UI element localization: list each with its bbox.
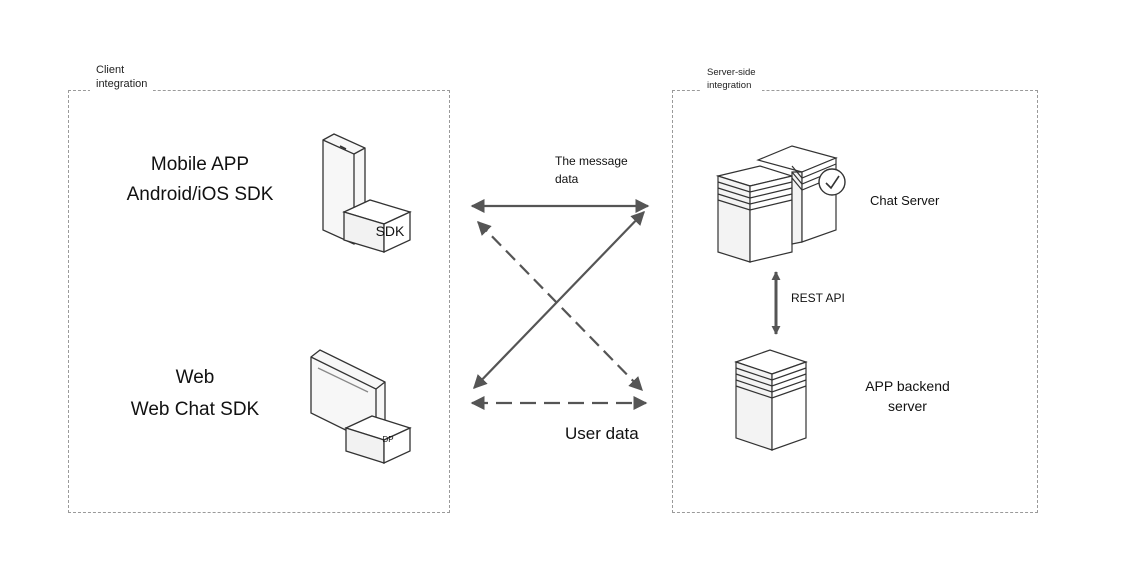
mobile-app-text: Mobile APP Android/iOS SDK [105, 150, 295, 210]
android-ios-sdk-label: Android/iOS SDK [126, 184, 274, 205]
diagonal-dashed-arrow [477, 220, 643, 392]
app-backend-line2: server [888, 398, 927, 414]
web-chat-sdk-label: Web Chat SDK [130, 399, 260, 420]
checkmark-badge-icon [818, 168, 846, 196]
client-label-line2: integration [96, 78, 148, 90]
client-integration-label: Client integration [90, 63, 154, 91]
message-data-line1: The message [555, 154, 628, 168]
message-data-line2: data [555, 172, 579, 186]
web-label: Web [175, 367, 215, 388]
server-label-line1: Server-side [707, 67, 756, 78]
app-backend-text: APP backend server [840, 376, 975, 416]
mobile-app-label: Mobile APP [150, 154, 250, 175]
dp-label: DP [382, 435, 393, 444]
sdk-cube-icon [342, 199, 412, 254]
chat-server-label: Chat Server [870, 193, 940, 208]
sdk-label: SDK [376, 223, 405, 239]
server-integration-label: Server-side integration [701, 66, 762, 92]
user-data-label: User data [565, 424, 639, 443]
rest-api-label: REST API [791, 291, 845, 305]
client-label-line1: Client [96, 64, 125, 76]
server-label-line2: integration [707, 80, 752, 91]
backend-server-icon [734, 349, 808, 451]
web-text: Web Web Chat SDK [100, 362, 290, 426]
dp-cube-icon [344, 415, 412, 465]
message-data-text: The message data [555, 152, 655, 188]
server-integration-box [672, 90, 1038, 513]
app-backend-line1: APP backend [865, 378, 950, 394]
server-icon-left [715, 165, 795, 263]
diagonal-solid-arrow [473, 210, 645, 390]
client-integration-box [68, 90, 450, 513]
